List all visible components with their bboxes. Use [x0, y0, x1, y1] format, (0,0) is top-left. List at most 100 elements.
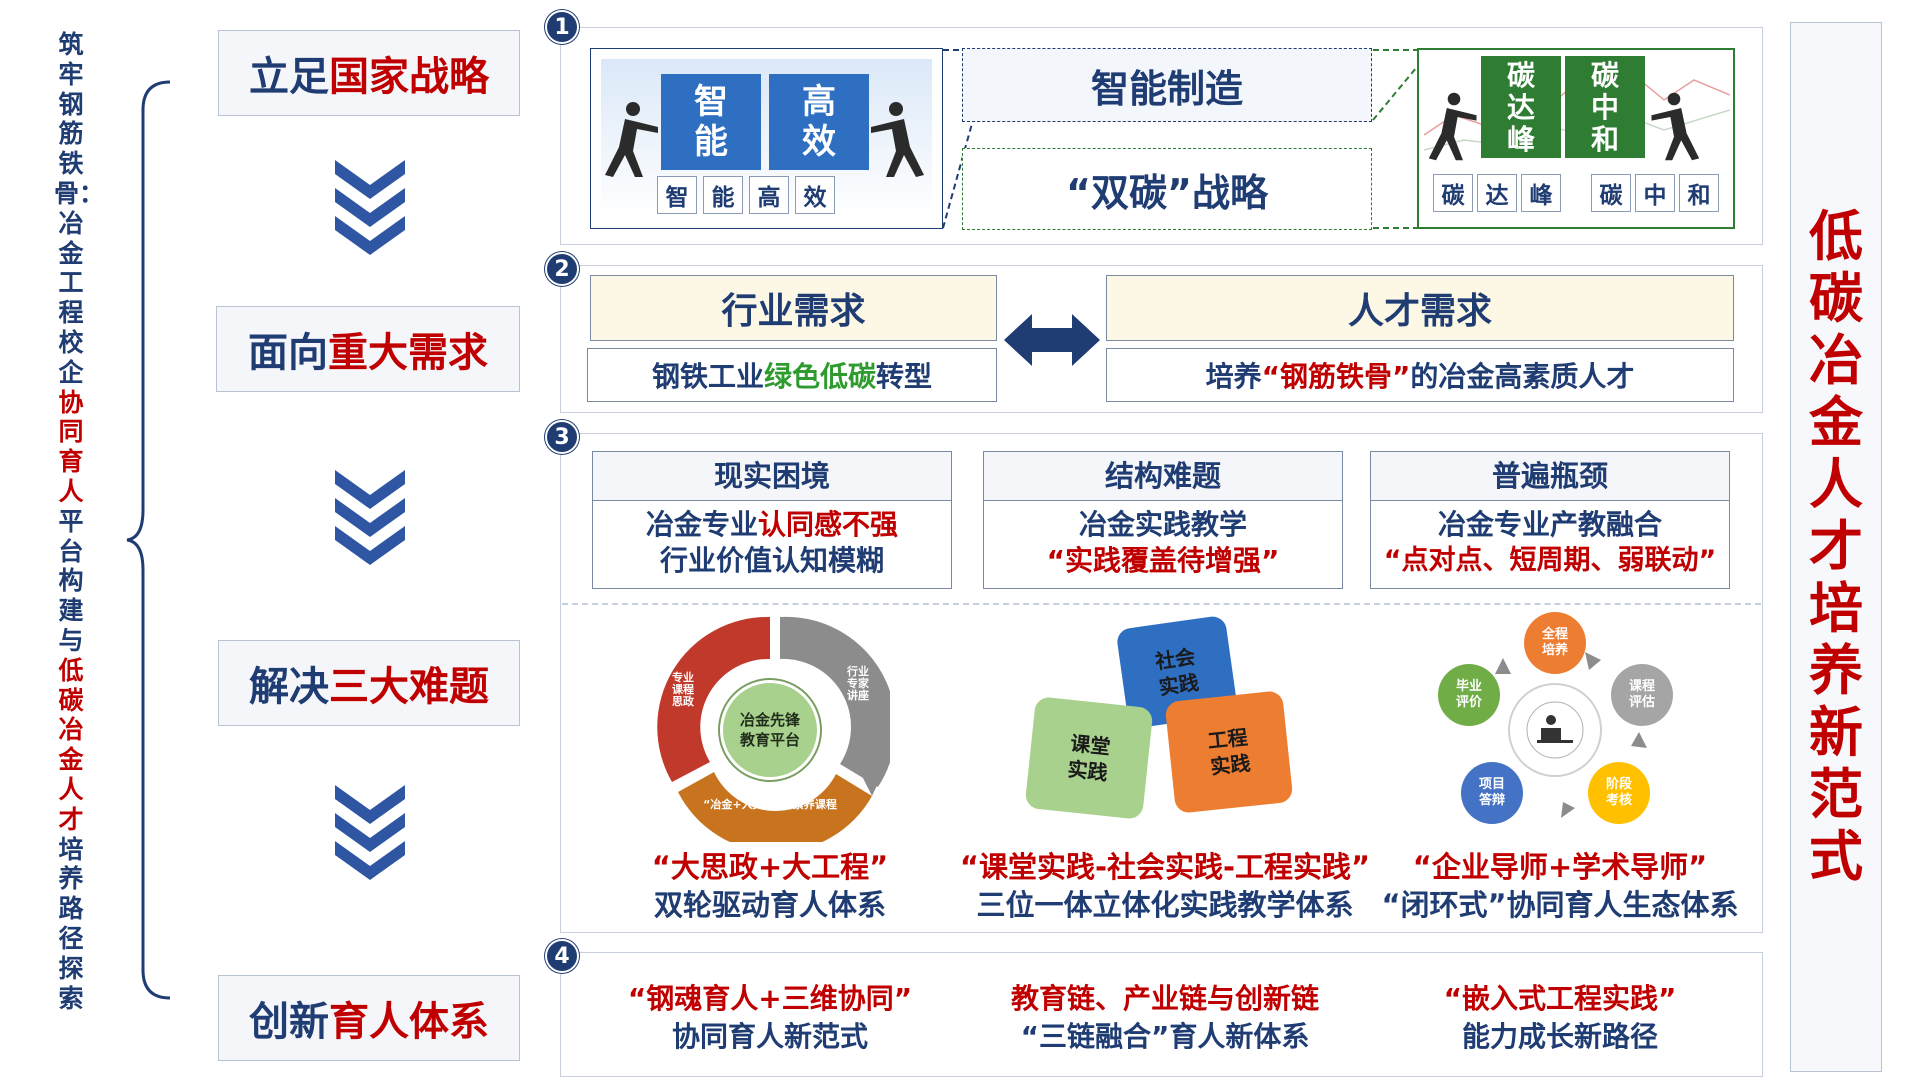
- section-4-frame: [560, 952, 1763, 1077]
- wheel-caption-line2: 双轮驱动育人体系: [653, 888, 886, 922]
- problem-card-3: 普遍瓶颈 冶金专业产教融合 “点对点、短周期、弱联动”: [1370, 451, 1730, 589]
- section-3-number: 3: [545, 420, 579, 454]
- problem-card-2: 结构难题 冶金实践教学 “实践覆盖待增强”: [983, 451, 1343, 589]
- cell-char: 智: [657, 176, 697, 214]
- innovation-item-2: 教育链、产业链与创新链 “三链融合”育人新体系: [985, 980, 1345, 1056]
- pushing-figure-icon: [605, 102, 658, 177]
- talent-demand-body: 培养“钢筋铁骨” 的冶金高素质人才: [1106, 348, 1734, 402]
- left-title-part1: 筑牢钢筋铁骨：冶金工程校企: [54, 30, 105, 387]
- industry-body-pre: 钢铁工业: [651, 360, 764, 393]
- left-title-part4: 低碳冶金人才: [58, 655, 84, 834]
- problem-2-line1: 冶金实践教学: [1078, 508, 1247, 541]
- cycle-node-project-defense: 项目答辩: [1461, 762, 1523, 824]
- dual-carbon-box: “双碳”战略: [962, 148, 1372, 230]
- step3-prefix: 解决: [249, 664, 329, 710]
- education-wheel: 冶金先锋教育平台 专业课程思政 行业专家讲座 “冶金+人文”综合素养课程: [650, 612, 890, 842]
- step1-highlight: 国家战略: [329, 54, 489, 100]
- problem-3-line1: 冶金专业产教融合: [1437, 508, 1662, 541]
- smart-efficient-panel: 智能 高效 智 能 高 效: [590, 48, 943, 229]
- puzzle-piece-carbon-neutral: 碳中和: [1565, 56, 1645, 158]
- problem-2-line2: “实践覆盖待增强”: [1046, 544, 1280, 577]
- problem-3-header: 普遍瓶颈: [1371, 452, 1729, 501]
- puzzle-piece-efficient: 高效: [769, 74, 869, 170]
- problem-1-line1-hl: 认同感不强: [758, 508, 899, 541]
- innovation-1-line1: “钢魂育人+三维协同”: [627, 982, 913, 1015]
- cell-char: 高: [749, 176, 789, 214]
- cycle-caption-line1: “企业导师+学术导师”: [1412, 850, 1708, 884]
- talent-body-pre: 培养: [1205, 360, 1262, 393]
- right-title-text: 低碳冶金人才培养新范式: [1809, 205, 1863, 888]
- carbon-cells-left: 碳 达 峰: [1433, 174, 1561, 212]
- cell-char: 峰: [1521, 174, 1561, 212]
- puzzle-caption: “课堂实践-社会实践-工程实践” 三位一体立体化实践教学体系: [950, 848, 1380, 924]
- chevron-down-icon: [335, 470, 405, 565]
- smart-efficient-cells: 智 能 高 效: [657, 176, 835, 214]
- talent-demand-header: 人才需求: [1106, 275, 1734, 341]
- chevron-down-icon: [335, 160, 405, 255]
- problem-1-line1-pre: 冶金专业: [645, 508, 758, 541]
- pushing-figure-icon: [1651, 92, 1700, 161]
- problem-2-header: 结构难题: [984, 452, 1342, 501]
- puzzle-piece-smart: 智能: [661, 74, 761, 170]
- problem-1-header: 现实困境: [593, 452, 951, 501]
- problem-card-1: 现实困境 冶金专业认同感不强 行业价值认知模糊: [592, 451, 952, 589]
- cycle-caption-line2: “闭环式”协同育人生态体系: [1381, 888, 1739, 922]
- step-box-2: 面向重大需求: [216, 306, 520, 392]
- step3-highlight: 三大难题: [329, 664, 489, 710]
- puzzle-engineering-practice: 工程实践: [1164, 690, 1294, 814]
- puzzle-piece-carbon-peak: 碳达峰: [1481, 56, 1561, 158]
- step4-prefix: 创新: [249, 999, 329, 1045]
- left-title-part3: 平台构建与: [58, 506, 84, 655]
- cell-char: 效: [795, 176, 835, 214]
- problem-1-line2: 行业价值认知模糊: [659, 544, 884, 577]
- innovation-2-line1: 教育链、产业链与创新链: [1010, 982, 1319, 1015]
- step2-prefix: 面向: [248, 330, 328, 376]
- cycle-node-stage-exam: 阶段考核: [1588, 762, 1650, 824]
- innovation-3-line2: 能力成长新路径: [1461, 1020, 1658, 1053]
- left-title-part2: 协同育人: [58, 387, 84, 506]
- step1-prefix: 立足: [249, 54, 329, 100]
- practice-puzzle: 社会实践 课堂实践 工程实践: [1010, 614, 1310, 844]
- wheel-caption-line1: “大思政+大工程”: [651, 850, 889, 884]
- step2-highlight: 重大需求: [328, 330, 488, 376]
- pushing-figure-icon: [1428, 92, 1477, 161]
- cycle-node-graduation-eval: 毕业评价: [1438, 664, 1500, 726]
- cycle-arrows-icon: [1473, 652, 1647, 818]
- cell-char: 能: [703, 176, 743, 214]
- talent-body-post: 的冶金高素质人才: [1410, 360, 1635, 393]
- innovation-2-line2: “三链融合”育人新体系: [1020, 1020, 1310, 1053]
- puzzle-caption-line2: 三位一体立体化实践教学体系: [976, 888, 1354, 922]
- double-arrow-icon: [1004, 314, 1100, 366]
- left-title-part5: 培养路径探索: [58, 834, 84, 1013]
- talent-body-hl: “钢筋铁骨”: [1261, 360, 1411, 393]
- wheel-segments-icon: [657, 616, 890, 842]
- right-vertical-title: 低碳冶金人才培养新范式: [1790, 22, 1882, 1072]
- cell-char: 碳: [1591, 174, 1631, 212]
- industry-body-hl: 绿色低碳: [763, 360, 876, 393]
- smart-manufacturing-box: 智能制造: [962, 48, 1372, 122]
- cell-char: 碳: [1433, 174, 1473, 212]
- cell-char: 达: [1477, 174, 1517, 212]
- wheel-center: 冶金先锋教育平台: [720, 680, 820, 780]
- innovation-1-line2: 协同育人新范式: [671, 1020, 868, 1053]
- innovation-item-1: “钢魂育人+三维协同” 协同育人新范式: [600, 980, 940, 1056]
- section-1-number: 1: [545, 10, 579, 44]
- carbon-cells-right: 碳 中 和: [1591, 174, 1719, 212]
- left-vertical-title: 筑牢钢筋铁骨：冶金工程校企协同育人平台构建与低碳冶金人才培养路径探索: [54, 30, 104, 1070]
- step4-highlight: 育人体系: [329, 999, 489, 1045]
- chevron-down-icon: [335, 785, 405, 880]
- puzzle-caption-line1: “课堂实践-社会实践-工程实践”: [959, 850, 1371, 884]
- step-box-4: 创新育人体系: [218, 975, 520, 1061]
- wheel-caption: “大思政+大工程” 双轮驱动育人体系: [600, 848, 940, 924]
- wheel-segment-1: 专业课程思政: [672, 671, 694, 708]
- section-4-number: 4: [545, 939, 579, 973]
- industry-body-post: 转型: [876, 360, 933, 393]
- wheel-segment-2: 行业专家讲座: [847, 665, 869, 702]
- cell-char: 中: [1635, 174, 1675, 212]
- wheel-segment-3: “冶金+人文”综合素养课程: [703, 798, 837, 811]
- puzzle-class-practice: 课堂实践: [1024, 696, 1154, 820]
- step-box-3: 解决三大难题: [218, 640, 520, 726]
- cell-char: 和: [1679, 174, 1719, 212]
- cycle-caption: “企业导师+学术导师” “闭环式”协同育人生态体系: [1380, 848, 1740, 924]
- step-box-1: 立足国家战略: [218, 30, 520, 116]
